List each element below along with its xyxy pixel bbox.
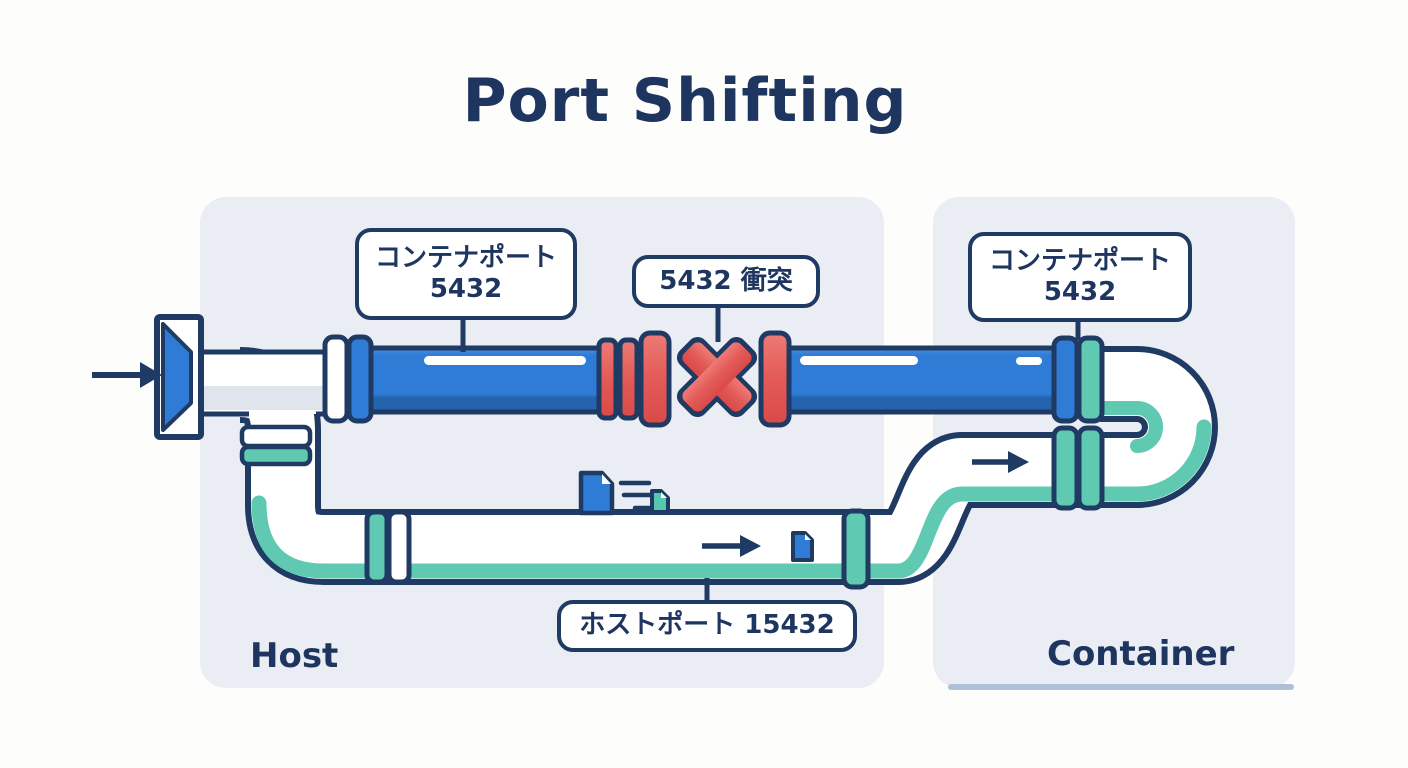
teal-stripe-uturn	[1095, 401, 1164, 453]
callout-container-port-left: コンテナポート 5432	[355, 228, 577, 320]
conflict-rings	[596, 330, 792, 428]
callout-container-port-left-line2: 5432	[429, 274, 503, 304]
document-icon-teal	[650, 489, 670, 514]
coupling-bottom-left	[364, 509, 412, 585]
coupling-container-top	[1051, 335, 1105, 424]
inlet-pipe	[196, 349, 340, 417]
blue-pipe-left	[335, 345, 607, 415]
coupling-downpipe	[239, 424, 313, 467]
container-panel-edge	[948, 684, 1294, 690]
pipe-highlight	[424, 356, 586, 365]
pipe-highlight-dash	[1016, 357, 1042, 365]
coupling-host-blue	[322, 334, 374, 424]
callout-conflict-text: 5432 衝突	[659, 265, 793, 296]
teal-stripe	[251, 419, 1212, 579]
callout-conflict: 5432 衝突	[632, 255, 820, 308]
coupling-container-bottom	[1051, 425, 1105, 511]
page-title: Port Shifting	[462, 66, 908, 136]
callout-container-port-right-line2: 5432	[1043, 277, 1117, 307]
container-flow-arrow-icon	[972, 451, 1029, 473]
blue-pipe-right	[783, 345, 1065, 415]
host-zone-label: Host	[250, 636, 339, 676]
bottom-pipe-flow-arrow-icon	[702, 535, 761, 557]
callout-host-port-text: ホストポート 15432	[579, 610, 835, 641]
inlet-flange	[154, 314, 204, 440]
document-icon-pipe	[791, 531, 814, 562]
container-zone-label: Container	[1047, 634, 1235, 674]
inlet-arrow-icon	[92, 362, 162, 388]
callout-container-port-right-line1: コンテナポート	[988, 245, 1171, 276]
coupling-bottom-right	[841, 508, 871, 590]
callout-host-port: ホストポート 15432	[557, 600, 857, 652]
pipe-highlight	[800, 356, 918, 365]
callout-container-port-right: コンテナポート 5432	[968, 232, 1192, 322]
document-icon-large	[578, 470, 615, 516]
callout-container-port-left-line1: コンテナポート	[374, 242, 557, 273]
conflict-x-icon	[676, 336, 758, 418]
